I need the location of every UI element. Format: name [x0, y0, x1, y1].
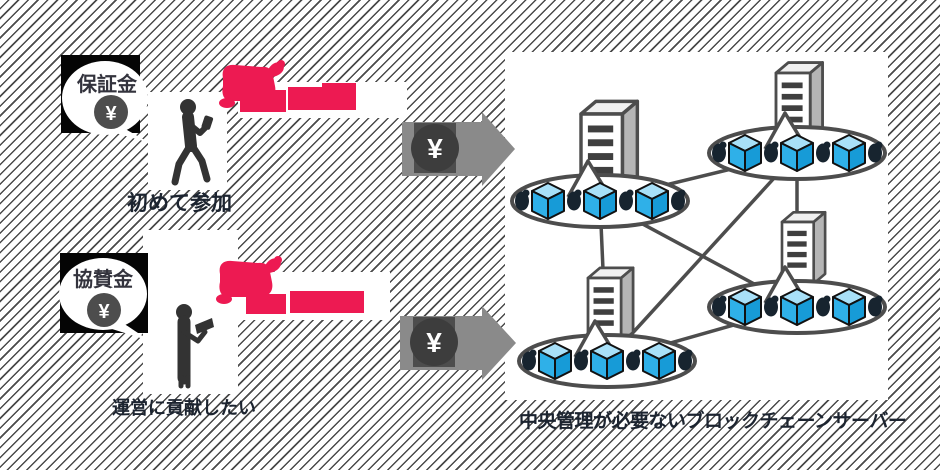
book-icon [195, 318, 214, 334]
red-label-bar [322, 83, 356, 88]
red-label-bar [290, 291, 364, 313]
red-label-bar [288, 87, 356, 110]
deposit-speech-bubble: 保証金 ¥ [62, 61, 150, 143]
red-label-bar [246, 294, 286, 314]
network-caption: 中央管理が必要ないブロックチェーンサーバー [519, 411, 907, 432]
red-label-bar [240, 90, 286, 112]
contributor-caption: 運営に貢献したい [112, 398, 256, 418]
yen-coin-icon [94, 95, 128, 129]
red-hand-icon [216, 256, 282, 304]
walking-person-icon [171, 99, 214, 186]
yen-badge-symbol: ¥ [427, 133, 443, 164]
sponsor-speech-bubble: 協賛金 ¥ [59, 258, 150, 341]
payment-arrow: ¥ [400, 306, 516, 380]
yen-coin-symbol: ¥ [105, 103, 117, 125]
blockchain-network-diagram [505, 61, 888, 400]
yen-coin-icon [87, 293, 121, 327]
speech-bubble-tail [112, 321, 150, 341]
yen-coin-symbol: ¥ [98, 301, 110, 323]
yen-badge-symbol: ¥ [426, 327, 442, 358]
sponsor-bubble-label: 協賛金 [73, 267, 134, 291]
phone-icon [201, 115, 214, 130]
standing-person-icon [176, 304, 214, 389]
deposit-bubble-label: 保証金 [76, 72, 138, 96]
first-time-caption: 初めて参加 [127, 192, 232, 215]
payment-arrow: ¥ [402, 112, 515, 186]
speech-bubble-tail [112, 126, 150, 143]
